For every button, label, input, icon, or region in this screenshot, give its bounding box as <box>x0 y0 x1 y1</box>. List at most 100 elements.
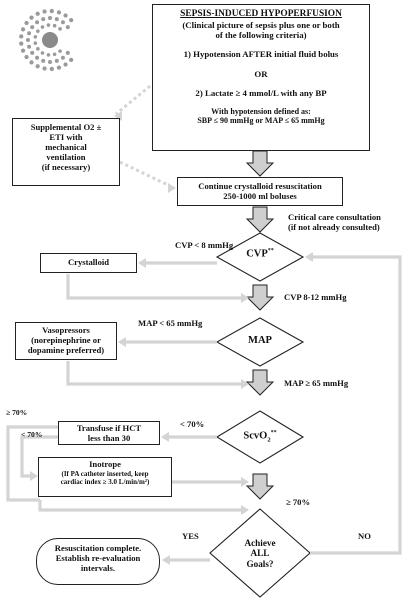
cvp-diamond <box>215 232 305 282</box>
arrow-criteria-to-crystalloid <box>245 150 275 177</box>
criteria-to-o2-dotted-line <box>115 84 151 116</box>
cvp-label: CVP <box>246 248 268 260</box>
logo-dot <box>27 44 32 49</box>
logo-dot <box>30 25 35 30</box>
logo-dot <box>40 51 45 55</box>
cvp-decision-label: CVP** <box>230 248 290 260</box>
goals-line-2: ALL <box>250 548 270 559</box>
logo-dot <box>42 66 47 71</box>
logo-dot <box>56 10 62 15</box>
map-label: MAP <box>248 335 272 346</box>
o2-line-4: ventilation <box>46 151 86 162</box>
hypotension-definition-1: With hypotension defined as: <box>211 106 311 116</box>
logo-dot <box>63 62 68 67</box>
inotrope-line-1: (If PA catheter inserted, keep <box>61 469 149 478</box>
inotrope-box: Inotrope (If PA catheter inserted, keep … <box>38 457 172 497</box>
logo-dot <box>41 17 46 22</box>
transfuse-ge70-loop <box>6 425 58 502</box>
hypotension-definition-2: SBP ≤ 90 mmHg or MAP ≤ 65 mmHg <box>197 116 325 126</box>
vasopressors-box: Vasopressors (norepinephrine or dopamine… <box>15 322 117 360</box>
criterion-lactate: 2) Lactate ≥ 4 mmol/L with any BP <box>195 87 327 98</box>
logo-dot <box>52 23 57 28</box>
complete-line-1: Resuscitation complete. <box>54 543 142 553</box>
o2-to-crystalloid-arrowhead <box>168 183 176 193</box>
transfuse-lt70-to-inotrope <box>20 435 58 478</box>
logo-dot <box>35 11 40 16</box>
scvo2-diamond <box>215 410 305 464</box>
transfuse-box: Transfuse if HCT less than 30 <box>58 421 160 445</box>
crystalloid-return-line <box>66 274 246 300</box>
vasopressors-line-3: dopamine preferred) <box>27 344 105 355</box>
logo-dot <box>29 15 34 20</box>
logo-dot <box>65 25 70 30</box>
scvo2-to-transfuse-head <box>161 432 169 442</box>
arrow-cvp-to-map <box>245 284 275 311</box>
ge70-return-head <box>241 505 249 515</box>
goals-line-1: Achieve <box>244 538 276 548</box>
arrow-scvo2-to-goals <box>245 473 275 500</box>
cvp-ok-label: CVP 8-12 mmHg <box>284 292 347 302</box>
criteria-title: SEPSIS-INDUCED HYPOPERFUSION <box>180 9 342 19</box>
crystalloid-return-head <box>241 293 249 303</box>
scvo2-decision-label: ScvO2** <box>228 430 292 444</box>
logo-dot <box>26 38 30 42</box>
left-lt70-label: < 70% <box>21 430 43 439</box>
logo-dot <box>36 47 40 51</box>
logo-dot <box>63 13 68 18</box>
o2-line-3: mechanical <box>45 141 87 152</box>
arrow-map-to-scvo2 <box>245 369 275 396</box>
goals-no-loop <box>310 255 402 555</box>
arrow-crystalloid-to-cvp <box>245 206 275 233</box>
continue-crystalloid-box: Continue crystalloid resuscitation 250-1… <box>177 177 343 206</box>
logo-dot <box>20 27 26 32</box>
logo-dot <box>33 35 38 39</box>
scvo2-footnote: ** <box>270 430 277 436</box>
critical-care-line-1: Critical care consultation <box>288 212 381 222</box>
criteria-subtitle-line-1: (Clinical picture of sepsis plus one or … <box>182 19 340 30</box>
ge70-return-line <box>38 500 246 512</box>
goals-line-3: Goals? <box>246 558 274 569</box>
logo-dot <box>60 55 65 60</box>
o2-line-2: ETI with <box>49 131 83 142</box>
goals-no-head <box>305 252 313 262</box>
logo-dot <box>42 9 47 14</box>
critical-care-consultation: Critical care consultation (if not alrea… <box>288 212 381 233</box>
logo-dot <box>58 49 62 53</box>
continue-crystalloid-line-2: 250-1000 ml boluses <box>223 190 297 201</box>
logo-dot <box>24 54 29 60</box>
criterion-hypotension: 1) Hypotension AFTER initial fluid bolus <box>183 49 339 60</box>
scvo2-ok-label: ≥ 70% <box>286 497 311 507</box>
logo-dot <box>49 8 54 14</box>
logo-dot <box>36 29 40 33</box>
supplemental-o2-box: Supplemental O2 ± ETI with mechanical ve… <box>12 118 120 186</box>
crystalloid-box: Crystalloid <box>40 253 137 273</box>
transfuse-line-2: less than 30 <box>87 432 131 443</box>
logo-dot <box>60 20 65 25</box>
scvo2-label: ScvO <box>243 430 268 442</box>
logo-dot <box>52 52 57 57</box>
o2-to-crystalloid-dotted-line <box>119 160 169 187</box>
logo-dot <box>46 53 51 57</box>
o2-line-5: (if necessary) <box>41 161 91 172</box>
continue-crystalloid-line-1: Continue crystalloid resuscitation <box>198 181 322 191</box>
logo-dot <box>19 34 24 39</box>
vasopressors-return-line <box>66 361 246 386</box>
map-decision-label: MAP <box>230 335 290 347</box>
logo-dot <box>41 58 46 63</box>
complete-line-2: Establish re-evaluation <box>55 552 141 563</box>
goals-yes-head <box>162 555 170 565</box>
resuscitation-complete-box: Resuscitation complete. Establish re-eva… <box>36 538 160 585</box>
logo-dot <box>35 55 40 60</box>
criteria-or: OR <box>254 68 268 79</box>
inotrope-line-2: cardiac index ≥ 3.0 L/min/m²) <box>60 478 150 487</box>
vasopressors-return-head <box>241 379 249 389</box>
logo-dot <box>48 16 52 20</box>
critical-care-line-2: (if not already consulted) <box>288 221 380 232</box>
logo-dot <box>46 23 51 27</box>
cvp-footnote: ** <box>267 248 274 254</box>
goals-decision-label: Achieve ALL Goals? <box>234 538 286 569</box>
logo-dot <box>54 58 59 63</box>
scvo2-lt70-label: < 70% <box>180 419 205 429</box>
logo-dot <box>40 25 45 29</box>
